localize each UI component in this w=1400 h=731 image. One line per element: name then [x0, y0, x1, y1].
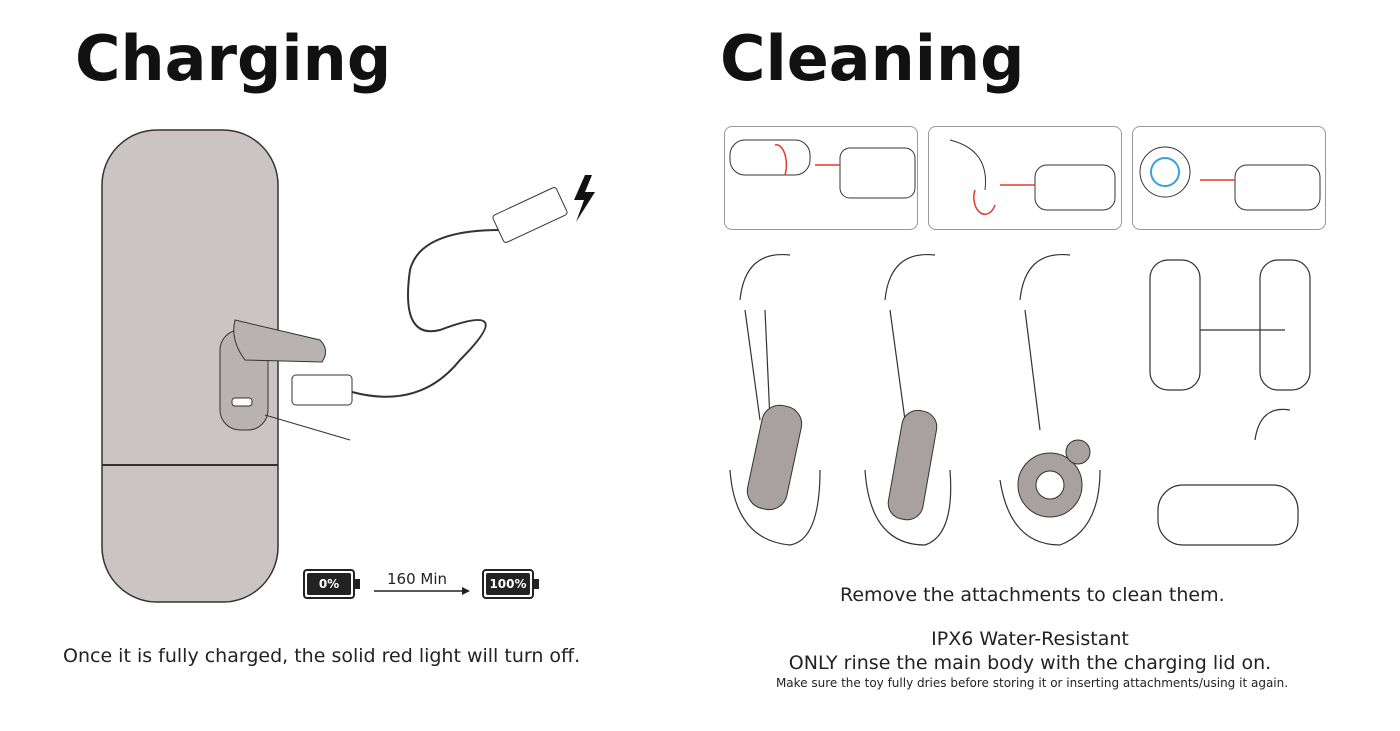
battery-empty-icon: 0%: [303, 569, 360, 599]
usb-a-plug: [492, 187, 568, 243]
cleaning-caption: Remove the attachments to clean them.: [840, 584, 1225, 606]
device-body: [101, 129, 279, 603]
usb-c-plug: [291, 374, 353, 406]
charging-caption: Once it is fully charged, the solid red …: [63, 645, 581, 667]
cleaning-title: Cleaning: [720, 22, 1025, 95]
battery-full-icon: 100%: [482, 569, 539, 599]
drying-note: Make sure the toy fully dries before sto…: [775, 676, 1289, 690]
battery-end-label: 100%: [486, 573, 530, 595]
charge-duration: 160 Min: [387, 570, 448, 588]
charging-port: [231, 397, 253, 407]
lightning-icon: [574, 175, 595, 222]
charging-lid: [233, 319, 326, 363]
rinse-instruction: ONLY rinse the main body with the chargi…: [788, 652, 1272, 674]
charging-title: Charging: [75, 22, 392, 95]
arrow-icon: [462, 587, 470, 595]
usb-cable: [351, 229, 501, 398]
battery-start-label: 0%: [307, 573, 351, 595]
water-resistance-rating: IPX6 Water-Resistant: [931, 628, 1129, 650]
